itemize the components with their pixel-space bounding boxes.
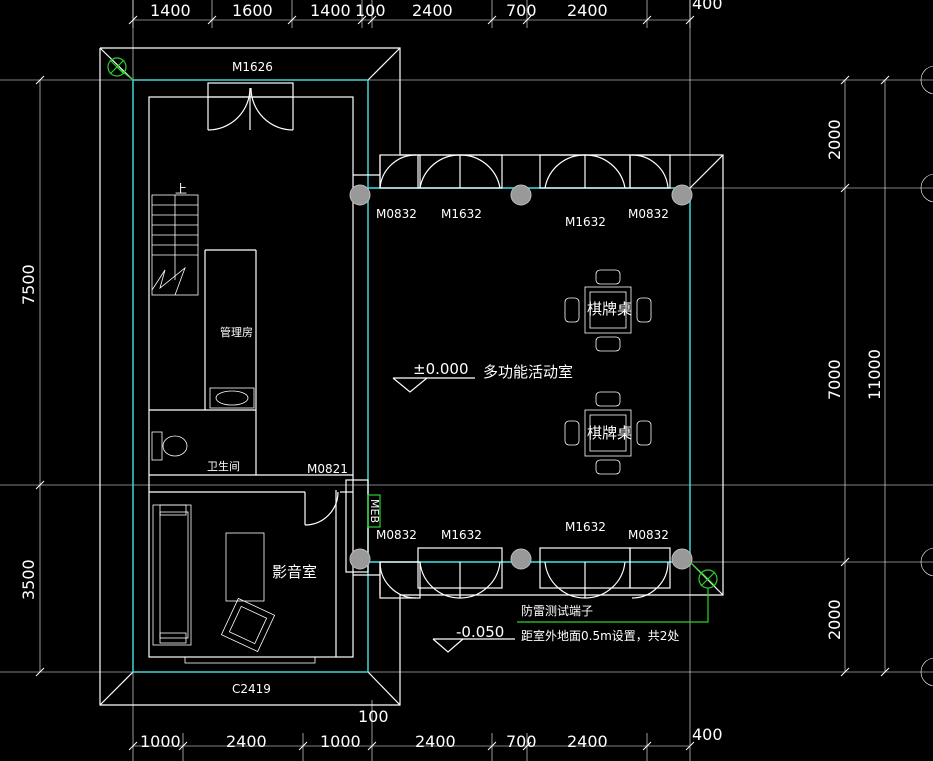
dimensions-top: 1400 1600 1400 100 2400 700 2400 400 xyxy=(150,0,723,20)
column xyxy=(349,184,371,206)
door-m0821 xyxy=(304,491,339,526)
column xyxy=(671,548,693,570)
column xyxy=(510,184,532,206)
dim-right-1: 2000 xyxy=(825,119,844,160)
door-label-upper-3: M1632 xyxy=(565,215,606,229)
sink xyxy=(209,387,255,409)
columns xyxy=(349,184,693,570)
window-c2419 xyxy=(184,656,316,664)
window-label-c2419: C2419 xyxy=(232,682,271,696)
door-label-upper-4: M0832 xyxy=(628,207,669,221)
door-label-lower-1: M0832 xyxy=(376,528,417,542)
ground-terminal-bottom-right xyxy=(517,561,718,623)
dim-bottom-3: 1000 xyxy=(320,732,361,751)
column xyxy=(671,184,693,206)
meb-box xyxy=(367,494,381,528)
elevation-outdoor: -0.050 xyxy=(456,623,504,641)
walls xyxy=(148,96,381,658)
dimensions-left: 7500 3500 xyxy=(19,264,38,600)
room-label-activity: 多功能活动室 xyxy=(483,363,573,381)
ground-terminal-top-left xyxy=(107,57,134,81)
dim-bottom-1: 1000 xyxy=(140,732,181,751)
elevation-floor: ±0.000 xyxy=(413,360,469,378)
note-lightning-title: 防雷测试端子 xyxy=(521,603,593,618)
dim-top-8: 400 xyxy=(692,0,723,13)
dim-bottom-7: 400 xyxy=(692,725,723,744)
dim-bottom-5: 700 xyxy=(506,732,537,751)
toilet-fixture xyxy=(151,431,188,461)
armchair xyxy=(220,597,276,653)
column xyxy=(349,548,371,570)
tv-table xyxy=(225,532,265,602)
table-label-1: 棋牌桌 xyxy=(587,300,632,318)
dimensions-right: 2000 7000 2000 11000 xyxy=(825,119,884,640)
dim-bottom-4: 2400 xyxy=(415,732,456,751)
door-label-upper-1: M0832 xyxy=(376,207,417,221)
dim-top-2: 1600 xyxy=(232,1,273,20)
elevation-marker-floor xyxy=(392,377,475,393)
dim-bottom-2: 2400 xyxy=(226,732,267,751)
column xyxy=(510,548,532,570)
roof-outline xyxy=(99,47,724,706)
door-label-upper-2: M1632 xyxy=(441,207,482,221)
stair-up-label: 上 xyxy=(175,182,187,196)
card-table-2 xyxy=(564,391,652,475)
table-label-2: 棋牌桌 xyxy=(587,424,632,442)
dim-right-2: 7000 xyxy=(825,359,844,400)
dim-right-3: 2000 xyxy=(825,599,844,640)
room-label-toilet: 卫生间 xyxy=(207,459,240,473)
dim-bottom-mid: 100 xyxy=(358,707,389,726)
staircase xyxy=(151,194,199,296)
door-label-lower-4: M0832 xyxy=(628,528,669,542)
door-m1626 xyxy=(207,82,294,131)
dim-top-4: 100 xyxy=(355,1,386,20)
room-label-management: 管理房 xyxy=(220,325,253,339)
sofa xyxy=(152,504,192,646)
note-lightning-detail: 距室外地面0.5m设置，共2处 xyxy=(521,628,679,643)
door-label-lower-2: M1632 xyxy=(441,528,482,542)
dim-top-5: 2400 xyxy=(412,1,453,20)
door-label-lower-3: M1632 xyxy=(565,520,606,534)
lower-doors xyxy=(379,547,671,599)
dim-top-6: 700 xyxy=(506,1,537,20)
dim-top-3: 1400 xyxy=(310,1,351,20)
meb-label: MEB xyxy=(368,499,381,523)
card-table-1 xyxy=(564,269,652,352)
dim-top-1: 1400 xyxy=(150,1,191,20)
upper-doors xyxy=(379,154,671,189)
axis-lines xyxy=(132,79,691,673)
dimensions-bottom: 1000 2400 1000 2400 700 2400 400 100 xyxy=(140,707,723,751)
dim-top-7: 2400 xyxy=(567,1,608,20)
dim-left-1: 7500 xyxy=(19,264,38,305)
dim-right-total: 11000 xyxy=(865,349,884,400)
elevation-marker-outdoor xyxy=(432,638,515,653)
door-label-m0821: M0821 xyxy=(307,462,348,476)
door-label-m1626: M1626 xyxy=(232,60,273,74)
dim-bottom-6: 2400 xyxy=(567,732,608,751)
dim-left-2: 3500 xyxy=(19,559,38,600)
dimension-ticks xyxy=(35,15,890,751)
room-label-av: 影音室 xyxy=(272,563,317,581)
